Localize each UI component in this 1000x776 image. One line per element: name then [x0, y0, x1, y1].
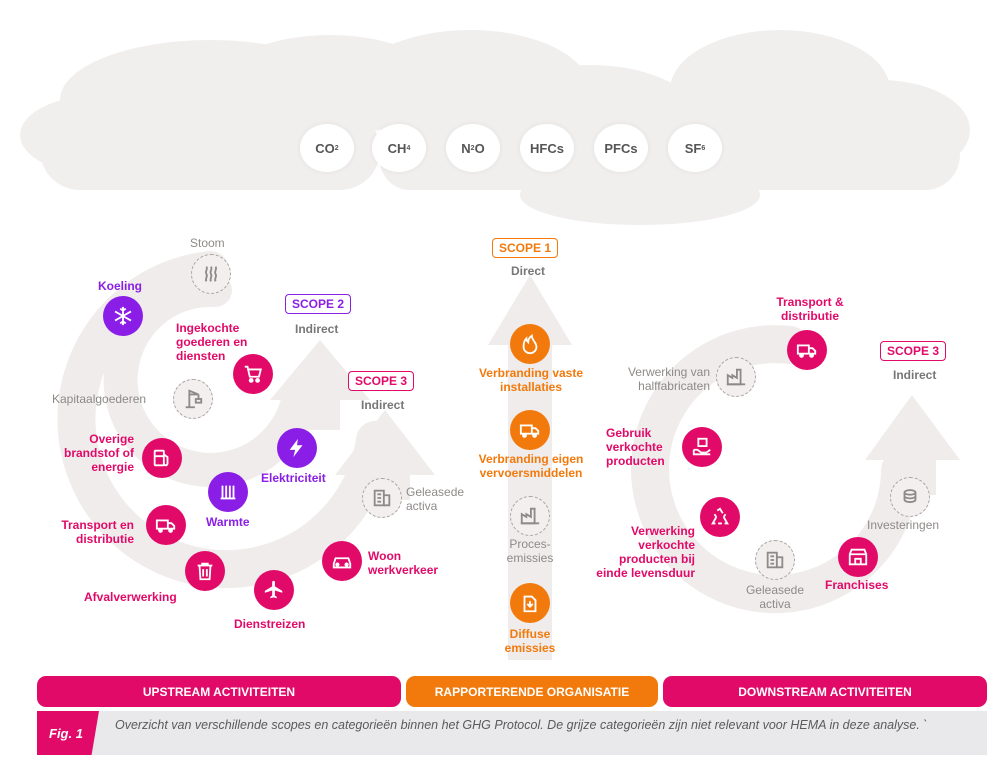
flame-icon	[510, 324, 550, 364]
label-geleasede-upstream: Geleasede activa	[406, 485, 465, 513]
organisation-bar: RAPPORTERENDE ORGANISATIE	[406, 676, 658, 707]
radiator-icon	[208, 472, 248, 512]
label-afvalverwerking: Afvalverwerking	[84, 590, 177, 604]
label-koeling: Koeling	[98, 279, 142, 293]
factory-icon	[510, 496, 550, 536]
label-elektriciteit: Elektriciteit	[261, 471, 326, 485]
scope3-upstream-box: SCOPE 3	[348, 371, 415, 391]
car-icon	[322, 541, 362, 581]
scope2-sub: Indirect	[295, 322, 339, 336]
label-transport-upstream: Transport en distributie	[61, 518, 134, 546]
scope2-box: SCOPE 2	[285, 294, 352, 314]
hand-box-icon	[682, 427, 722, 467]
fuel-pump-icon	[142, 438, 182, 478]
scope3-downstream-sub: Indirect	[893, 368, 937, 382]
store-icon	[838, 537, 878, 577]
label-woon-werkverkeer: Woon werkverkeer	[368, 549, 439, 577]
building-icon	[362, 478, 402, 518]
truck-icon	[510, 410, 550, 450]
scope1-sub: Direct	[511, 264, 546, 278]
trash-icon	[185, 551, 225, 591]
truck-icon	[146, 505, 186, 545]
truck-icon	[787, 330, 827, 370]
cart-icon	[233, 354, 273, 394]
label-verbranding-vaste: Verbranding vaste installaties	[478, 366, 584, 394]
scope3-downstream-box: SCOPE 3	[880, 341, 947, 361]
caption-text: Overzicht van verschillende scopes en ca…	[115, 718, 928, 732]
scope3-upstream-sub: Indirect	[361, 398, 405, 412]
downstream-bar: DOWNSTREAM ACTIVITEITEN	[663, 676, 987, 707]
label-stoom: Stoom	[190, 236, 225, 250]
figure-number: Fig. 1	[37, 711, 99, 755]
label-kapitaalgoederen: Kapitaalgoederen	[52, 392, 147, 406]
label-gebruik: Gebruik verkochte producten	[606, 426, 665, 468]
crane-icon	[173, 379, 213, 419]
label-geleasede-downstream: Geleasede activa	[745, 583, 805, 611]
steam-icon	[191, 254, 231, 294]
airplane-icon	[254, 570, 294, 610]
upstream-bar: UPSTREAM ACTIVITEITEN	[37, 676, 401, 707]
gas-pfcs: PFCs	[594, 124, 648, 172]
figure-caption: Fig. 1 Overzicht van verschillende scope…	[37, 711, 987, 755]
label-transport-downstream: Transport & distributie	[776, 295, 844, 323]
building-icon	[755, 540, 795, 580]
recycle-icon	[700, 497, 740, 537]
label-investeringen: Investeringen	[867, 518, 940, 532]
label-proces-emissies: Proces- emissies	[506, 537, 554, 565]
label-verbranding-eigen: Verbranding eigen vervoersmiddelen	[478, 452, 584, 480]
label-dienstreizen: Dienstreizen	[234, 617, 306, 631]
snowflake-icon	[103, 296, 143, 336]
gas-hfcs: HFCs	[520, 124, 574, 172]
label-verwerking-einde: Verwerking verkochte producten bij einde…	[596, 524, 695, 580]
lightning-icon	[277, 428, 317, 468]
factory-icon	[716, 357, 756, 397]
label-warmte: Warmte	[206, 515, 250, 529]
coins-icon	[890, 477, 930, 517]
fuel-can-icon	[510, 583, 550, 623]
label-franchises: Franchises	[825, 578, 889, 592]
label-diffuse-emissies: Diffuse emissies	[504, 627, 556, 655]
scope1-box: SCOPE 1	[492, 238, 559, 258]
label-overige: Overige brandstof of energie	[64, 432, 134, 474]
label-ingekochte: Ingekochte goederen en diensten	[176, 321, 248, 363]
label-verwerking-halffabricaten: Verwerking van halffabricaten	[627, 365, 710, 393]
